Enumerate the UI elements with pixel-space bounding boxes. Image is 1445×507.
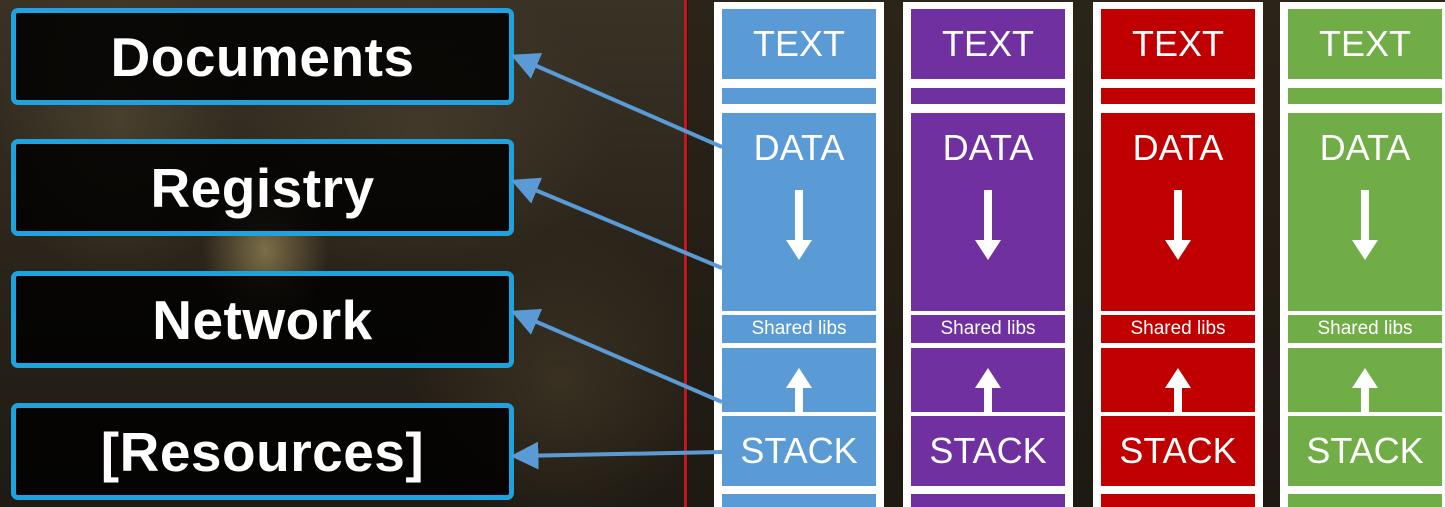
shared-libs-segment: Shared libs	[911, 315, 1065, 343]
stack-segment: STACK	[1101, 416, 1255, 486]
data-segment: DATA	[1101, 113, 1255, 183]
heap-growth-arrow	[1165, 190, 1191, 260]
label-resources: [Resources]	[11, 403, 514, 500]
stack-segment: STACK	[722, 416, 876, 486]
label-documents: Documents	[11, 8, 514, 105]
stack-segment: STACK	[1288, 416, 1442, 486]
data-segment: DATA	[722, 113, 876, 183]
text-segment: TEXT	[911, 9, 1065, 79]
heap-growth-arrow	[1352, 190, 1378, 260]
tail-segment	[1101, 494, 1255, 507]
data-segment: DATA	[1288, 113, 1442, 183]
tail-segment	[722, 494, 876, 507]
data-segment: DATA	[911, 113, 1065, 183]
heap-growth-arrow	[786, 190, 812, 260]
gap-segment	[1101, 88, 1255, 104]
text-segment: TEXT	[1101, 9, 1255, 79]
connector-documents	[510, 53, 723, 149]
connector-network	[510, 309, 723, 404]
shared-libs-segment: Shared libs	[722, 315, 876, 343]
gap-segment	[1288, 88, 1442, 104]
stack-growth-arrow	[786, 368, 812, 412]
connector-resources	[510, 441, 723, 470]
shared-libs-segment: Shared libs	[1101, 315, 1255, 343]
tail-segment	[911, 494, 1065, 507]
text-segment: TEXT	[722, 9, 876, 79]
label-registry: Registry	[11, 139, 514, 236]
gap-segment	[722, 88, 876, 104]
stack-growth-arrow	[975, 368, 1001, 412]
shared-libs-segment: Shared libs	[1288, 315, 1442, 343]
stack-growth-arrow	[1352, 368, 1378, 412]
stack-segment: STACK	[911, 416, 1065, 486]
tail-segment	[1288, 494, 1442, 507]
gap-segment	[911, 88, 1065, 104]
stack-growth-arrow	[1165, 368, 1191, 412]
connector-registry	[510, 177, 723, 270]
heap-growth-arrow	[975, 190, 1001, 260]
text-segment: TEXT	[1288, 9, 1442, 79]
